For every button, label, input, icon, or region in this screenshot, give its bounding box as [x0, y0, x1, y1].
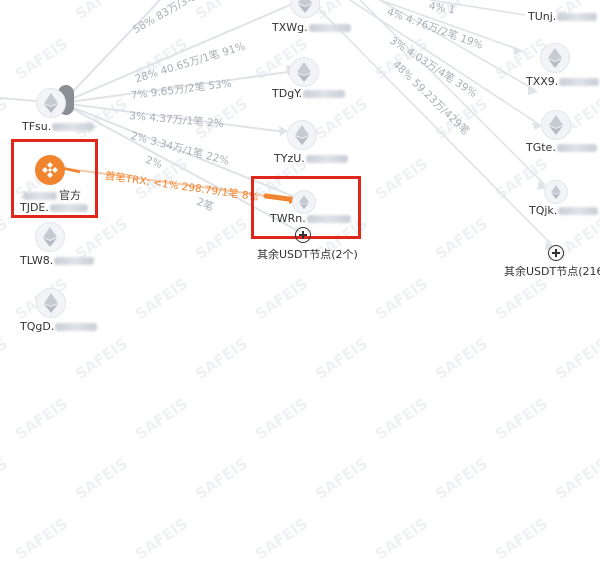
- watermark-text: SAFEIS: [72, 0, 131, 23]
- watermark-text: SAFEIS: [252, 395, 311, 444]
- node-label-txwg: TXWg.: [272, 21, 351, 34]
- ethereum-icon: [548, 48, 562, 68]
- edges-right: [309, 0, 553, 246]
- watermark-text: SAFEIS: [0, 0, 11, 23]
- edge-line: [61, 4, 291, 104]
- watermark-text: SAFEIS: [492, 515, 551, 563]
- watermark-text: SAFEIS: [552, 335, 600, 384]
- edge-line: [309, 0, 553, 246]
- node-label-tqgd: TQgD.: [20, 320, 98, 333]
- ethereum-icon: [549, 115, 563, 135]
- watermark-text: SAFEIS: [192, 0, 251, 23]
- node-binance[interactable]: [35, 155, 65, 185]
- node-twrn[interactable]: [292, 190, 316, 214]
- watermark-text: SAFEIS: [132, 515, 191, 563]
- more-nodes-right-label[interactable]: 其余USDT节点(216个: [504, 265, 600, 278]
- node-tgte[interactable]: [541, 110, 571, 140]
- edge-line: [429, 0, 526, 16]
- watermark-text: SAFEIS: [312, 455, 371, 504]
- edges-left: [0, 0, 301, 233]
- watermark-text: SAFEIS: [12, 35, 71, 84]
- watermark-text: SAFEIS: [0, 335, 11, 384]
- watermark-text: SAFEIS: [312, 335, 371, 384]
- watermark-text: SAFEIS: [372, 395, 431, 444]
- node-label-txx9: TXX9.: [526, 75, 600, 88]
- ethereum-icon: [43, 227, 57, 247]
- watermark-text: SAFEIS: [432, 215, 491, 264]
- node-label-tqjk: TQjk.: [529, 204, 599, 217]
- node-tyzu[interactable]: [287, 120, 317, 150]
- arrowhead: [528, 86, 538, 95]
- arrowhead: [513, 46, 523, 55]
- watermark-text: SAFEIS: [132, 395, 191, 444]
- node-tdgy[interactable]: [289, 57, 319, 87]
- watermark-text: SAFEIS: [0, 215, 11, 264]
- watermark-text: SAFEIS: [492, 275, 551, 324]
- arrowhead: [532, 122, 542, 130]
- ethereum-icon: [44, 293, 58, 313]
- watermark-text: SAFEIS: [492, 395, 551, 444]
- edge-line: [61, 71, 289, 104]
- node-txx9[interactable]: [540, 43, 570, 73]
- watermark-text: SAFEIS: [252, 275, 311, 324]
- edge-line: [359, 0, 546, 186]
- watermark-text: SAFEIS: [372, 275, 431, 324]
- ethereum-icon: [298, 0, 312, 13]
- node-tfsu[interactable]: [36, 88, 66, 118]
- edge-line: [0, 97, 37, 102]
- edge-line: [61, 102, 301, 233]
- first-trx-edge-head: [61, 166, 81, 174]
- edge-line: [379, 0, 521, 51]
- watermark-text: SAFEIS: [12, 395, 71, 444]
- ethereum-icon: [297, 62, 311, 82]
- node-label-tfsu: TFsu.: [22, 120, 95, 133]
- ethereum-icon: [299, 195, 309, 209]
- watermark-text: SAFEIS: [552, 455, 600, 504]
- watermark-text: SAFEIS: [12, 515, 71, 563]
- node-tqjk[interactable]: [544, 180, 568, 204]
- expand-more-nodes-right-icon[interactable]: [548, 245, 564, 261]
- first-trx-edge: [61, 167, 297, 201]
- watermark-text: SAFEIS: [132, 275, 191, 324]
- watermark-text: SAFEIS: [432, 455, 491, 504]
- node-tlw8[interactable]: [35, 222, 65, 252]
- edge-line: [61, 102, 296, 198]
- edge-line: [379, 0, 536, 91]
- node-label-tjde: TJDE.: [20, 201, 88, 214]
- ethereum-icon: [551, 185, 561, 199]
- watermark-text: SAFEIS: [192, 335, 251, 384]
- node-tqgd[interactable]: [36, 288, 66, 318]
- watermark-text: SAFEIS: [72, 455, 131, 504]
- node-label-tgte: TGte.: [526, 141, 597, 154]
- watermark-text: SAFEIS: [312, 95, 371, 144]
- edge-line: [61, 102, 286, 133]
- more-nodes-middle-label[interactable]: 其余USDT节点(2个): [257, 248, 358, 261]
- arrowhead: [279, 126, 288, 136]
- expand-more-nodes-middle-icon[interactable]: [295, 227, 311, 243]
- ethereum-icon: [295, 125, 309, 145]
- node-label-tyzu: TYzU.: [274, 152, 348, 165]
- watermark-text: SAFEIS: [72, 335, 131, 384]
- watermark-text: SAFEIS: [192, 455, 251, 504]
- node-label-tlw8: TLW8.: [20, 254, 95, 267]
- watermark-text: SAFEIS: [0, 455, 11, 504]
- edge-line: [61, 0, 161, 104]
- ethereum-icon: [44, 93, 58, 113]
- node-label-tunj: TUnj.: [528, 10, 598, 23]
- watermark-text: SAFEIS: [192, 215, 251, 264]
- watermark-text: SAFEIS: [372, 515, 431, 563]
- watermark-text: SAFEIS: [252, 515, 311, 563]
- watermark-text: SAFEIS: [0, 95, 11, 144]
- node-label-binance-owner: 官方: [22, 187, 81, 203]
- node-label-twrn: TWRn.: [270, 212, 351, 225]
- highlight-box-binance: [11, 139, 98, 218]
- watermark-text: SAFEIS: [372, 155, 431, 204]
- binance-icon: [42, 162, 58, 178]
- watermark-text: SAFEIS: [432, 335, 491, 384]
- node-label-tdgy: TDgY.: [272, 87, 346, 100]
